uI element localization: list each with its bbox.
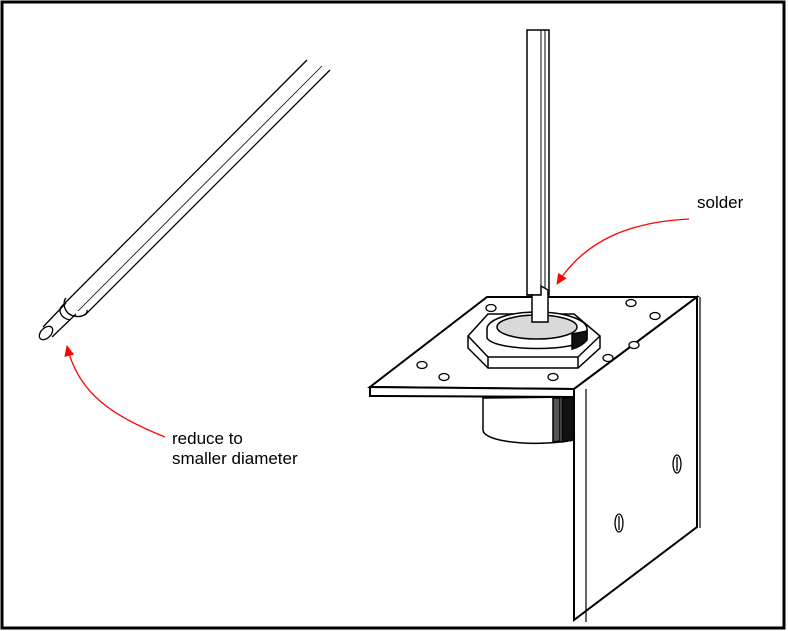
flange-slots <box>614 454 682 533</box>
arrow-solder <box>556 218 690 285</box>
label-solder: solder <box>697 193 744 212</box>
connector-body-under <box>482 396 575 444</box>
label-reduce-line1: reduce to <box>172 429 243 448</box>
arrow-reduce <box>64 345 166 438</box>
label-reduce-line2: smaller diameter <box>172 449 298 468</box>
antenna-vertical <box>526 29 550 323</box>
connector-nut <box>467 311 601 369</box>
label-reduce-diameter: reduce to smaller diameter <box>172 429 298 469</box>
antenna-rod <box>38 59 331 341</box>
mounting-holes <box>416 298 661 382</box>
